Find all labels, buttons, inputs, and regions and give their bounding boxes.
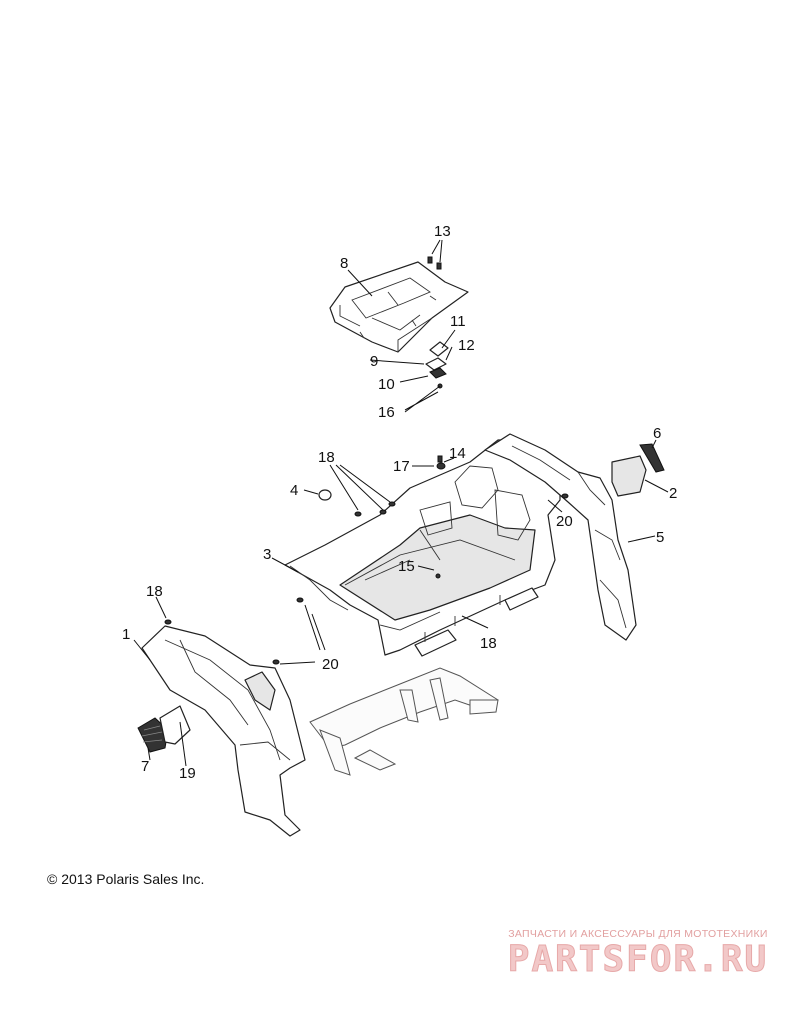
callout-9: 9 (370, 353, 378, 370)
callout-14: 14 (449, 445, 466, 462)
callout-18-top: 18 (318, 449, 335, 466)
callout-10: 10 (378, 376, 395, 393)
callout-12: 12 (458, 337, 475, 354)
fastener-part-13 (427, 256, 442, 270)
callout-20-left: 20 (322, 656, 339, 673)
cover-panel-part-8 (329, 261, 469, 353)
bracket-part-19 (159, 705, 191, 745)
callout-17: 17 (393, 458, 410, 475)
callout-11: 11 (450, 313, 466, 330)
callout-6: 6 (653, 425, 661, 442)
callout-labels: 13 8 11 12 9 10 16 14 17 18 4 6 2 20 5 3… (122, 223, 677, 782)
callout-2: 2 (669, 485, 677, 502)
watermark: ЗАПЧАСТИ И АКСЕССУАРЫ ДЛЯ МОТОТЕХНИКИ PA… (488, 928, 788, 980)
callout-20-right: 20 (556, 513, 573, 530)
left-side-panel-part-1 (141, 625, 306, 837)
watermark-tagline: ЗАПЧАСТИ И АКСЕССУАРЫ ДЛЯ МОТОТЕХНИКИ (508, 928, 768, 940)
copyright-notice: © 2013 Polaris Sales Inc. (47, 871, 205, 887)
leader-lines (133, 239, 669, 767)
callout-19: 19 (179, 765, 196, 782)
support-frame (309, 667, 499, 776)
watermark-logo: PARTSFOR.RU (507, 939, 769, 980)
clip-part-4 (318, 489, 332, 501)
callout-18-bottom: 18 (480, 635, 497, 652)
latch-parts-9-12 (425, 341, 449, 389)
fasteners-17-14 (436, 455, 446, 470)
callout-16: 16 (378, 404, 395, 421)
tail-light-part-2 (611, 455, 647, 497)
callout-3: 3 (263, 546, 271, 563)
callout-7: 7 (141, 758, 149, 775)
callout-4: 4 (290, 482, 298, 499)
callout-15: 15 (398, 558, 415, 575)
cargo-box-part-3 (284, 439, 561, 657)
callout-1: 1 (122, 626, 130, 643)
callout-13: 13 (434, 223, 451, 240)
callout-8: 8 (340, 255, 348, 272)
reflector-part-6 (639, 443, 665, 473)
callout-18-left: 18 (146, 583, 163, 600)
right-side-panel-part-5 (484, 433, 637, 641)
callout-5: 5 (656, 529, 664, 546)
fasteners-18-20 (164, 493, 569, 665)
